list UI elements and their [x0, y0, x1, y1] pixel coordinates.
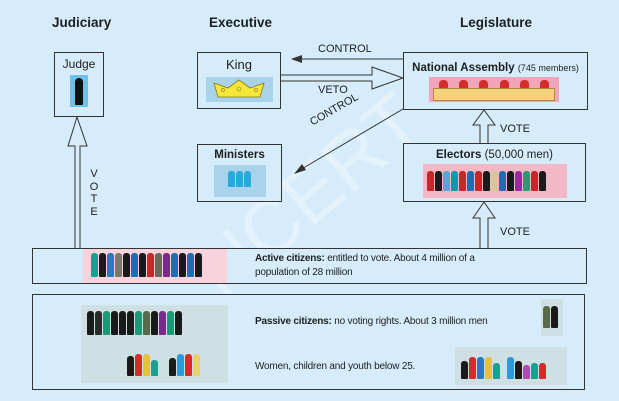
king-box: King: [197, 52, 281, 109]
electors-note: (50,000 men): [484, 149, 553, 161]
national-assembly-note: (745 members): [517, 63, 579, 73]
veto-label: VETO: [318, 84, 348, 96]
active-citizens-line1: entitled to vote. About 4 million of a: [324, 253, 475, 264]
vote-electors-label: VOTE: [500, 226, 530, 238]
national-assembly-label: National Assembly: [412, 62, 515, 74]
active-citizens-line2: population of 28 million: [255, 267, 353, 278]
passive-citizens-desc: no voting rights. About 3 million men: [331, 316, 488, 327]
ministers-label: Ministers: [214, 149, 265, 161]
king-label: King: [225, 57, 253, 72]
vote-letter: V: [90, 168, 98, 180]
vote-letter: T: [90, 193, 98, 205]
active-citizens-box: Active citizens: entitled to vote. About…: [32, 248, 587, 284]
electors-label: Electors: [436, 149, 482, 161]
vote-assembly-label: VOTE: [500, 123, 530, 135]
women-children-text: Women, children and youth below 25.: [255, 361, 416, 372]
active-citizens-title: Active citizens:: [255, 253, 325, 264]
vote-electors-arrow: [472, 201, 496, 248]
active-citizens-icon: [83, 249, 227, 283]
crown-icon: [205, 77, 273, 102]
heading-judiciary: Judiciary: [52, 15, 112, 30]
national-assembly-heading: National Assembly (745 members): [404, 62, 587, 74]
passive-small-men-icon: [541, 299, 563, 336]
control-label: CONTROL: [318, 43, 372, 55]
passive-men-icon: [81, 305, 228, 383]
vote-letter: O: [89, 180, 99, 193]
active-citizens-text: Active citizens: entitled to vote. About…: [255, 252, 475, 280]
electors-heading: Electors (50,000 men): [404, 149, 585, 161]
heading-executive: Executive: [209, 15, 273, 30]
passive-citizens-box: Passive citizens: no voting rights. Abou…: [32, 294, 585, 390]
control-arrow-head: [291, 55, 302, 63]
vote-letter: E: [90, 205, 98, 218]
control-diag-head: [294, 164, 306, 174]
electors-box: Electors (50,000 men): [403, 143, 586, 202]
vote-judge-arrow: [67, 115, 88, 248]
heading-legislature: Legislature: [460, 15, 533, 30]
national-assembly-box: National Assembly (745 members): [403, 52, 588, 110]
judge-box: Judge: [54, 52, 104, 117]
passive-citizens-text: Passive citizens: no voting rights. Abou…: [255, 316, 488, 327]
passive-citizens-title: Passive citizens:: [255, 316, 332, 327]
control-diag-line: [299, 108, 404, 171]
vote-judge-label: V O T E: [89, 168, 99, 218]
vote-assembly-arrow: [472, 109, 496, 143]
judge-label: Judge: [62, 57, 96, 71]
assembly-icon: [429, 77, 559, 102]
judge-icon: [70, 75, 88, 107]
ministers-icon: [213, 165, 266, 197]
women-children-icon: [455, 347, 567, 385]
electors-icon: [422, 164, 567, 198]
ministers-box: Ministers: [197, 144, 282, 202]
